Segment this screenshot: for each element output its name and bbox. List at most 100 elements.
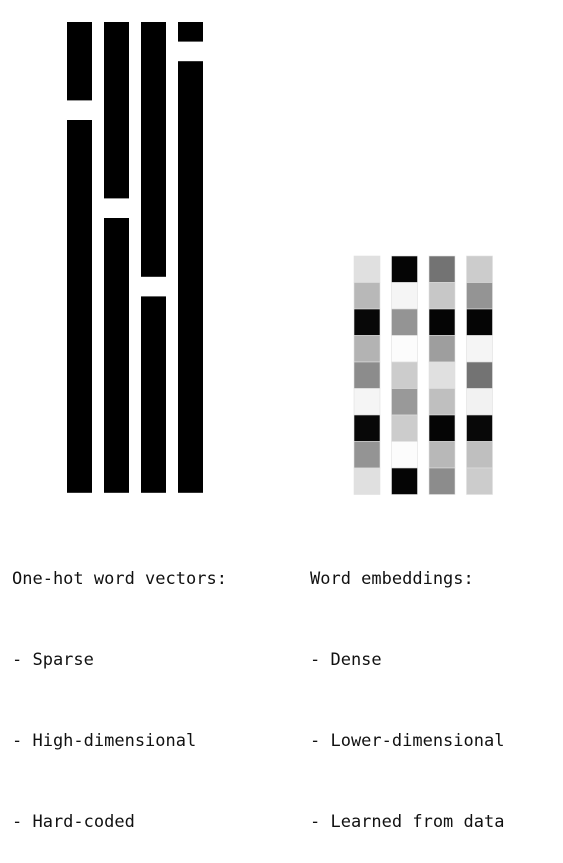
one-hot-cell: [141, 198, 166, 219]
one-hot-active-cell: [104, 198, 129, 219]
one-hot-cell: [67, 159, 92, 180]
one-hot-active-cell: [178, 41, 203, 62]
one-hot-cell: [141, 100, 166, 121]
one-hot-caption-item: - Hard-coded: [12, 812, 135, 832]
one-hot-cell: [67, 296, 92, 317]
one-hot-cell: [141, 453, 166, 474]
one-hot-cell: [67, 61, 92, 82]
embedding-cell: [466, 441, 493, 469]
one-hot-cell: [67, 414, 92, 434]
one-hot-cell: [141, 296, 166, 317]
one-hot-caption: One-hot word vectors: - Sparse - High-di…: [12, 512, 227, 863]
one-hot-cell: [67, 218, 92, 238]
embedding-cell: [391, 335, 418, 363]
one-hot-cell: [67, 433, 92, 454]
one-hot-cell: [104, 61, 129, 82]
embedding-cell: [391, 308, 418, 336]
one-hot-cell: [178, 61, 203, 82]
one-hot-cell: [67, 394, 92, 415]
embedding-cell: [391, 467, 418, 495]
one-hot-cell: [104, 472, 129, 493]
one-hot-cell: [67, 178, 92, 199]
one-hot-cell: [178, 414, 203, 434]
embedding-cell: [353, 441, 381, 469]
embedding-cell: [466, 467, 493, 495]
one-hot-cell: [104, 237, 129, 258]
embeddings-caption-title: Word embeddings:: [310, 569, 474, 589]
embedding-cell: [428, 388, 456, 416]
one-hot-cell: [67, 120, 92, 140]
one-hot-cell: [104, 22, 129, 42]
one-hot-cell: [178, 296, 203, 317]
one-hot-caption-title: One-hot word vectors:: [12, 569, 227, 589]
one-hot-cell: [178, 433, 203, 454]
one-hot-cell: [178, 120, 203, 140]
one-hot-cell: [141, 335, 166, 356]
one-hot-cell: [104, 394, 129, 415]
one-hot-cell: [67, 316, 92, 336]
one-hot-cell: [178, 237, 203, 258]
one-hot-cell: [141, 257, 166, 278]
one-hot-cell: [67, 198, 92, 219]
one-hot-cell: [178, 22, 203, 42]
embedding-cell: [428, 255, 456, 283]
one-hot-cell: [178, 159, 203, 180]
one-hot-cell: [104, 139, 129, 160]
one-hot-cell: [104, 414, 129, 434]
embedding-cell: [391, 361, 418, 389]
embedding-cell: [391, 441, 418, 469]
one-hot-active-cell: [67, 100, 92, 121]
embeddings-caption-item: - Lower-dimensional: [310, 731, 505, 751]
embedding-cell: [466, 414, 493, 442]
embedding-cell: [391, 388, 418, 416]
one-hot-cell: [141, 178, 166, 199]
one-hot-cell: [67, 80, 92, 101]
one-hot-cell: [104, 374, 129, 395]
one-hot-cell: [104, 257, 129, 278]
embedding-cell: [428, 308, 456, 336]
one-hot-cell: [178, 316, 203, 336]
one-hot-cell: [104, 355, 129, 376]
one-hot-cell: [104, 159, 129, 180]
one-hot-active-cell: [141, 276, 166, 297]
one-hot-cell: [104, 178, 129, 199]
embedding-cell: [466, 255, 493, 283]
one-hot-cell: [67, 276, 92, 297]
one-hot-caption-item: - Sparse: [12, 650, 94, 670]
embedding-cell: [353, 255, 381, 283]
one-hot-cell: [141, 316, 166, 336]
one-hot-cell: [104, 80, 129, 101]
one-hot-cell: [178, 80, 203, 101]
embedding-cell: [466, 308, 493, 336]
embedding-cell: [428, 361, 456, 389]
embedding-cell: [353, 335, 381, 363]
embedding-cell: [391, 414, 418, 442]
one-hot-cell: [178, 218, 203, 238]
one-hot-cell: [104, 41, 129, 62]
embedding-vectors: [353, 255, 493, 495]
one-hot-cell: [104, 335, 129, 356]
embedding-cell: [466, 361, 493, 389]
one-hot-cell: [67, 22, 92, 42]
embedding-cell: [428, 414, 456, 442]
one-hot-cell: [178, 374, 203, 395]
one-hot-cell: [178, 139, 203, 160]
one-hot-cell: [141, 218, 166, 238]
one-hot-cell: [178, 100, 203, 121]
one-hot-cell: [178, 453, 203, 474]
embeddings-caption-item: - Dense: [310, 650, 382, 670]
embedding-cell: [466, 282, 493, 310]
one-hot-cell: [104, 296, 129, 317]
one-hot-cell: [141, 414, 166, 434]
one-hot-cell: [67, 472, 92, 493]
one-hot-cell: [67, 453, 92, 474]
one-hot-cell: [104, 433, 129, 454]
one-hot-cell: [67, 355, 92, 376]
one-hot-cell: [67, 237, 92, 258]
one-hot-cell: [141, 374, 166, 395]
one-hot-cell: [104, 218, 129, 238]
embedding-cell: [466, 335, 493, 363]
embedding-cell: [428, 467, 456, 495]
one-hot-cell: [67, 257, 92, 278]
embedding-cell: [428, 441, 456, 469]
